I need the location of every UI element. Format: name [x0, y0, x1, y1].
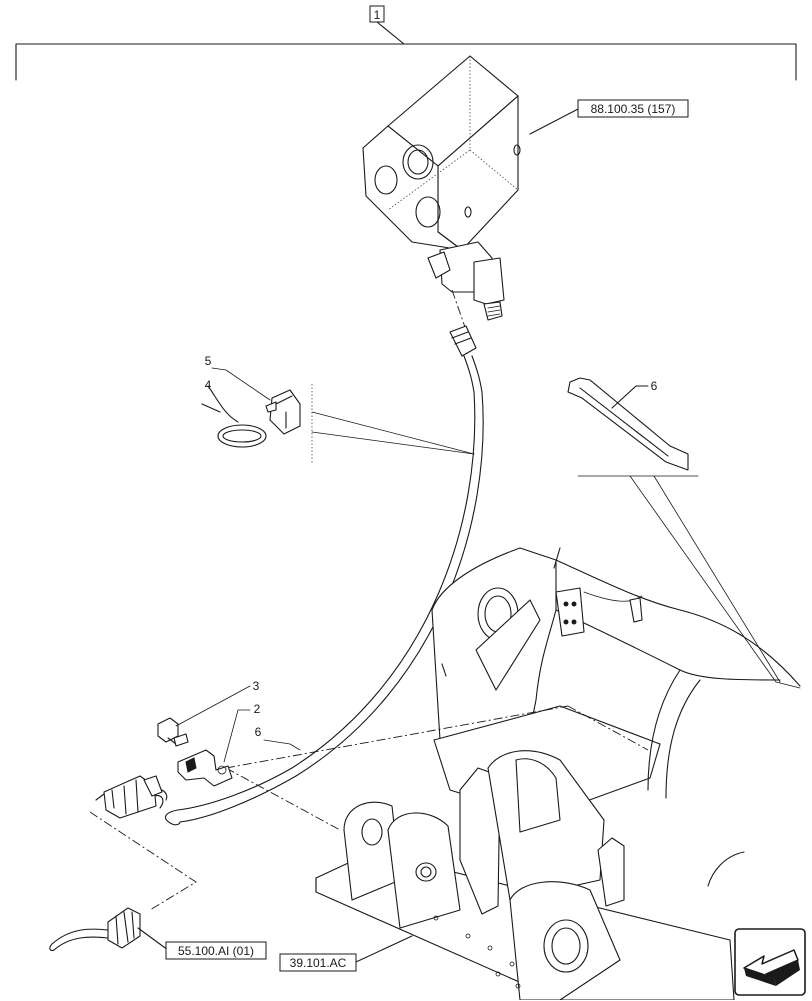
callout-4: 4 [205, 378, 212, 392]
clip-and-tie [201, 385, 301, 448]
callout-6: 6 [255, 725, 262, 739]
valve-reference: 88.100.35 (157) [529, 99, 689, 135]
connector-plug [95, 775, 163, 819]
detail-leader [311, 411, 475, 455]
loader-frame [315, 547, 801, 1000]
mating-connector [49, 907, 141, 952]
frame-reference-label: 39.101.AC [290, 956, 347, 970]
connection-line-frame [225, 767, 341, 831]
connector-reference: 55.100.AI (01) [137, 927, 267, 960]
detail-leader [311, 431, 475, 455]
callout-3: 3 [253, 679, 260, 693]
connection-line-plug [89, 811, 197, 911]
item-1-label: 1 [374, 8, 381, 22]
previous-page-arrow-icon[interactable] [734, 928, 806, 996]
connection-line-frame [567, 705, 649, 751]
valve-reference-label: 88.100.35 (157) [591, 102, 676, 116]
bolt-and-bracket [157, 717, 233, 787]
harness-section-detail [567, 377, 689, 471]
connector-reference-label: 55.100.AI (01) [178, 944, 254, 958]
wire-harness [151, 325, 484, 826]
connection-line-frame [225, 705, 569, 769]
callout-5: 5 [205, 354, 212, 368]
valve-block [362, 55, 521, 321]
assembly-bracket: 1 [15, 5, 797, 81]
callout-2: 2 [254, 702, 261, 716]
connection-line-valve [451, 289, 467, 331]
frame-reference: 39.101.AC [279, 935, 413, 972]
callout-6-detail: 6 [651, 379, 658, 393]
